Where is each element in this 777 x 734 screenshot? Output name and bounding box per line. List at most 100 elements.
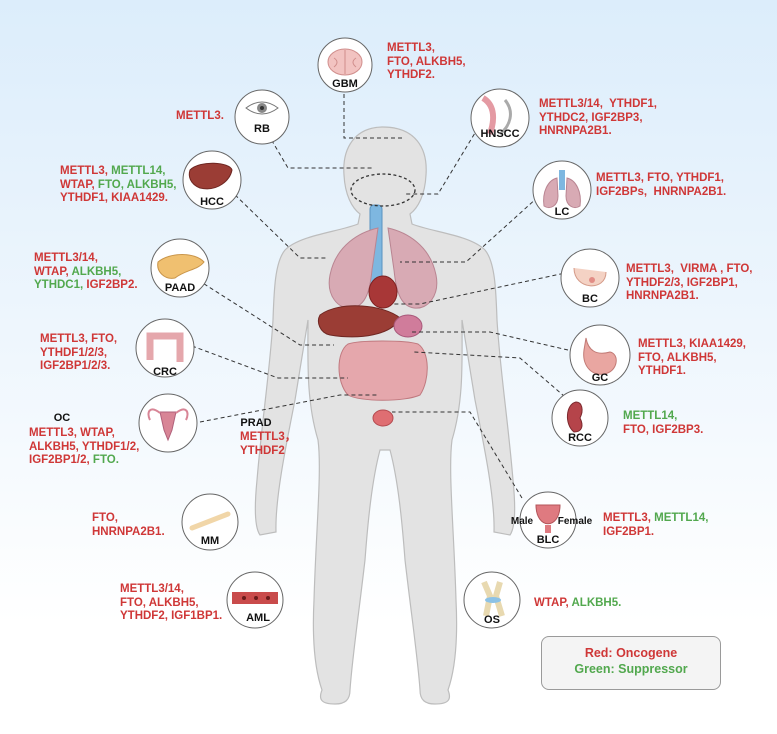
oncogene-gene-text: FTO, ALKBH5, (638, 351, 717, 364)
breast-icon (560, 248, 620, 308)
genes-mm: FTO,HNRNPA2B1. (92, 512, 165, 539)
abbr-bc: BC (582, 293, 598, 305)
eye-icon (234, 89, 290, 145)
leader-lines (191, 94, 587, 499)
oncogene-gene-text: METTL3/14, YTHDF1, (539, 98, 658, 110)
knee-joint-icon (463, 571, 521, 629)
genes-paad: METTL3/14,WTAP, ALKBH5,YTHDC1, IGF2BP2. (34, 252, 138, 293)
oncogene-gene-text: FTO, ALKBH5, (120, 596, 199, 609)
abbr-gc: GC (591, 372, 609, 384)
oncogene-gene-text: IGF2BP2. (86, 279, 138, 291)
abbr-gbm: GBM (332, 78, 358, 90)
abbr-prad: PRAD (240, 417, 272, 429)
legend-box: Red: Oncogene Green: Suppressor (541, 636, 721, 690)
bladder-icon (519, 491, 577, 549)
oncogene-gene-text: FTO, (92, 512, 118, 524)
gene-line: METTL3. (176, 110, 224, 124)
gene-line: ALKBH5, YTHDF1/2, (29, 441, 139, 455)
oncogene-gene-text: HNRNPA2B1. (92, 525, 165, 538)
gene-line: HNRNPA2B1. (539, 125, 657, 139)
oncogene-gene-text: METTL3， (240, 431, 297, 443)
suppressor-gene-text: METTL14, (623, 410, 678, 422)
blood-vessel-icon (226, 571, 284, 629)
genes-bc: METTL3, VIRMA , FTO,YTHDF2/3, IGF2BP1,HN… (626, 263, 753, 304)
blc-female-label: Female (557, 516, 593, 527)
gene-line: FTO, ALKBH5, (387, 56, 466, 70)
oncogene-gene-text: FTO, ALKBH5, (387, 55, 466, 68)
gene-line: METTL3/14, (34, 252, 138, 266)
genes-lc: METTL3, FTO, YTHDF1,IGF2BPs, HNRNPA2B1. (596, 172, 726, 199)
oncogene-gene-text: WTAP, (34, 265, 72, 278)
abbr-paad: PAAD (164, 282, 196, 294)
suppressor-gene-text: ALKBH5. (571, 597, 622, 609)
suppressor-gene-text: METTL14, (654, 512, 709, 524)
abbr-os: OS (484, 614, 500, 626)
oncogene-gene-text: WTAP, (534, 597, 572, 609)
gene-line: METTL3/14, YTHDF1, (539, 98, 657, 112)
gene-line: METTL3, METTL14, (60, 165, 177, 179)
gene-line: YTHDC2, IGF2BP3, (539, 112, 657, 126)
oncogene-gene-text: METTL3, FTO, (40, 333, 118, 345)
suppressor-gene-text: YTHDC1, (34, 279, 87, 291)
oncogene-gene-text: HNRNPA2B1. (626, 290, 699, 302)
oncogene-gene-text: METTL3/14, (120, 583, 184, 595)
gene-line: FTO, ALKBH5, (638, 352, 746, 366)
gene-line: FTO, (92, 512, 165, 526)
gene-line: METTL3， (240, 431, 296, 445)
gene-line: METTL14, (623, 410, 703, 424)
oncogene-gene-text: METTL3. (176, 110, 224, 122)
pancreas-icon (150, 238, 210, 298)
kidney-icon (551, 389, 609, 447)
colon-icon (135, 318, 195, 378)
gene-line: YTHDF1/2/3, (40, 347, 117, 361)
oncogene-gene-text: METTL3, KIAA1429, (638, 338, 746, 350)
oncogene-gene-text: YTHDF1/2/3, (40, 346, 108, 359)
gene-line: METTL3, (387, 42, 466, 56)
oncogene-gene-text: IGF2BP1/2, (29, 454, 93, 466)
abbr-aml: AML (246, 612, 270, 624)
gene-line: WTAP, ALKBH5. (534, 597, 621, 611)
genes-os: WTAP, ALKBH5. (534, 597, 621, 611)
gene-line: YTHDF1. (638, 365, 746, 379)
cancer-icons (135, 37, 631, 629)
oncogene-gene-text: METTL3, (60, 165, 112, 177)
genes-gbm: METTL3,FTO, ALKBH5,YTHDF2. (387, 42, 466, 83)
abbr-crc: CRC (153, 366, 177, 378)
abbr-hcc: HCC (200, 196, 224, 208)
oncogene-gene-text: YTHDF1. (638, 365, 686, 377)
gene-line: WTAP, ALKBH5, (34, 266, 138, 280)
oncogene-gene-text: FTO, IGF2BP3. (623, 423, 704, 436)
genes-hcc: METTL3, METTL14,WTAP, FTO, ALKBH5,YTHDF1… (60, 165, 177, 206)
gene-line: METTL3, METTL14, (603, 512, 708, 526)
abbr-lc: LC (554, 206, 570, 218)
gene-line: FTO, ALKBH5, (120, 597, 222, 611)
gene-line: IGF2BPs, HNRNPA2B1. (596, 186, 726, 200)
genes-rcc: METTL14,FTO, IGF2BP3. (623, 410, 703, 437)
gene-line: YTHDF1, KIAA1429. (60, 192, 177, 206)
suppressor-gene-text: METTL14, (111, 165, 166, 177)
gene-line: METTL3, VIRMA , FTO, (626, 263, 753, 277)
gene-line: YTHDF2, IGF1BP1. (120, 610, 222, 624)
oncogene-gene-text: METTL3, VIRMA , FTO, (626, 263, 753, 275)
liver-icon (182, 150, 242, 210)
stomach-icon (569, 324, 631, 386)
genes-prad: METTL3，YTHDF2 (240, 431, 296, 458)
blc-male-label: Male (510, 516, 534, 527)
oncogene-gene-text: HNRNPA2B1. (539, 125, 612, 137)
suppressor-gene-text: FTO, ALKBH5, (97, 178, 177, 191)
lungs-icon (532, 160, 592, 220)
gene-line: WTAP, FTO, ALKBH5, (60, 179, 177, 193)
gene-line: METTL3, FTO, (40, 333, 117, 347)
legend-suppressor: Green: Suppressor (574, 662, 688, 676)
oncogene-gene-text: YTHDF2. (387, 69, 435, 81)
oncogene-gene-text: METTL3, (387, 42, 435, 54)
oncogene-gene-text: YTHDF1, KIAA1429. (60, 192, 169, 204)
gene-line: HNRNPA2B1. (626, 290, 753, 304)
oncogene-gene-text: METTL3, (603, 512, 655, 524)
suppressor-gene-text: ALKBH5, (71, 265, 122, 278)
genes-blc: METTL3, METTL14,IGF2BP1. (603, 512, 708, 539)
abbr-rb: RB (254, 123, 270, 135)
oncogene-gene-text: METTL3/14, (34, 252, 98, 264)
